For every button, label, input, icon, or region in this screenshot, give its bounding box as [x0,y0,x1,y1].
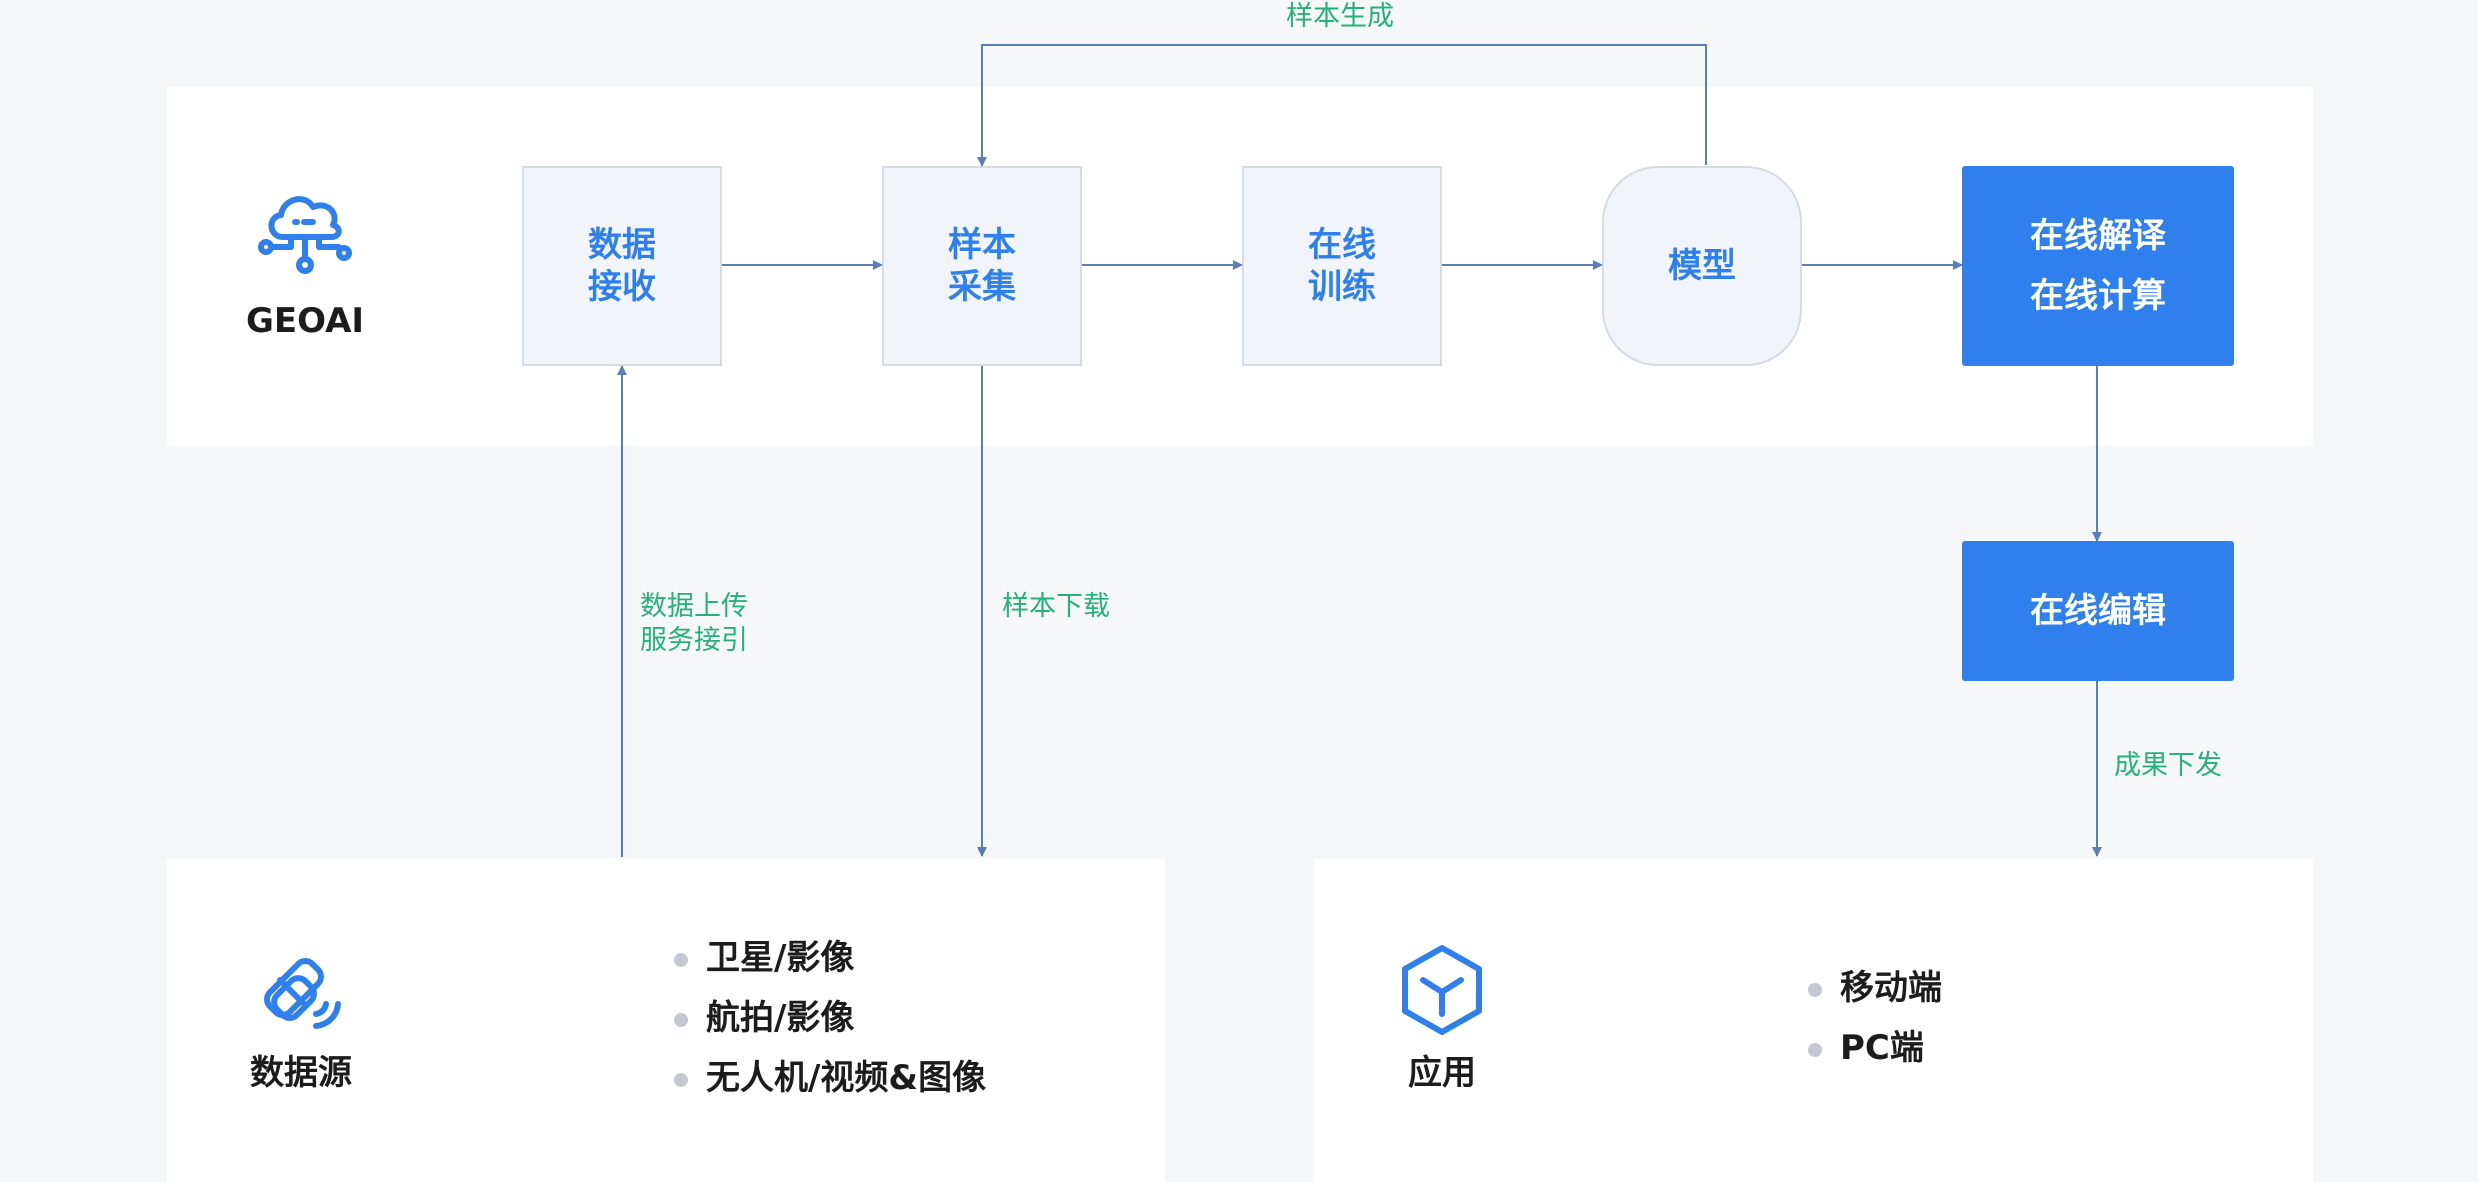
interpret-compute-box[interactable]: 在线解译在线计算 [1962,166,2234,366]
satellite-icon [254,944,348,1038]
cloud-network-icon [255,185,355,285]
data-upload-line1: 数据上传 [640,591,748,622]
application-item-pc: PC端 [1808,1018,1942,1078]
sample-generate-label: 样本生成 [1286,1,1394,32]
data-upload-label: 数据上传 服务接引 [640,590,748,658]
result-distribute-label: 成果下发 [2114,750,2222,781]
application-item-mobile: 移动端 [1808,958,1942,1018]
application-title: 应用 [1408,1053,1476,1093]
datasource-item-aerial: 航拍/影像 [674,988,986,1048]
online-train-box[interactable]: 在线训练 [1242,166,1442,366]
model-box[interactable]: 模型 [1602,166,1802,366]
cube-icon [1397,942,1487,1038]
datasource-title: 数据源 [250,1053,352,1093]
sample-collect-line1: 样本 [948,225,1016,265]
data-receive-line1: 数据 [588,225,656,265]
model-label: 模型 [1668,246,1736,286]
sample-collect-line2: 采集 [948,267,1016,307]
online-edit-box[interactable]: 在线编辑 [1962,541,2234,681]
datasource-list: 卫星/影像 航拍/影像 无人机/视频&图像 [674,928,986,1108]
datasource-item-satellite: 卫星/影像 [674,928,986,988]
data-receive-line2: 接收 [588,267,656,307]
online-train-line2: 训练 [1308,267,1376,307]
sample-download-label: 样本下载 [1002,591,1110,622]
arrow-sample-generate-loop [977,44,1707,167]
datasource-item-drone: 无人机/视频&图像 [674,1048,986,1108]
data-upload-line2: 服务接引 [640,625,748,656]
interpret-line1: 在线解译 [2030,216,2166,256]
online-train-line1: 在线 [1308,225,1376,265]
geoai-title: GEOAI [245,301,365,341]
interpret-line2: 在线计算 [2030,276,2166,316]
application-list: 移动端 PC端 [1808,958,1942,1078]
application-panel [1314,859,2313,1182]
online-edit-label: 在线编辑 [2030,591,2166,631]
data-receive-box[interactable]: 数据接收 [522,166,722,366]
sample-collect-box[interactable]: 样本采集 [882,166,1082,366]
